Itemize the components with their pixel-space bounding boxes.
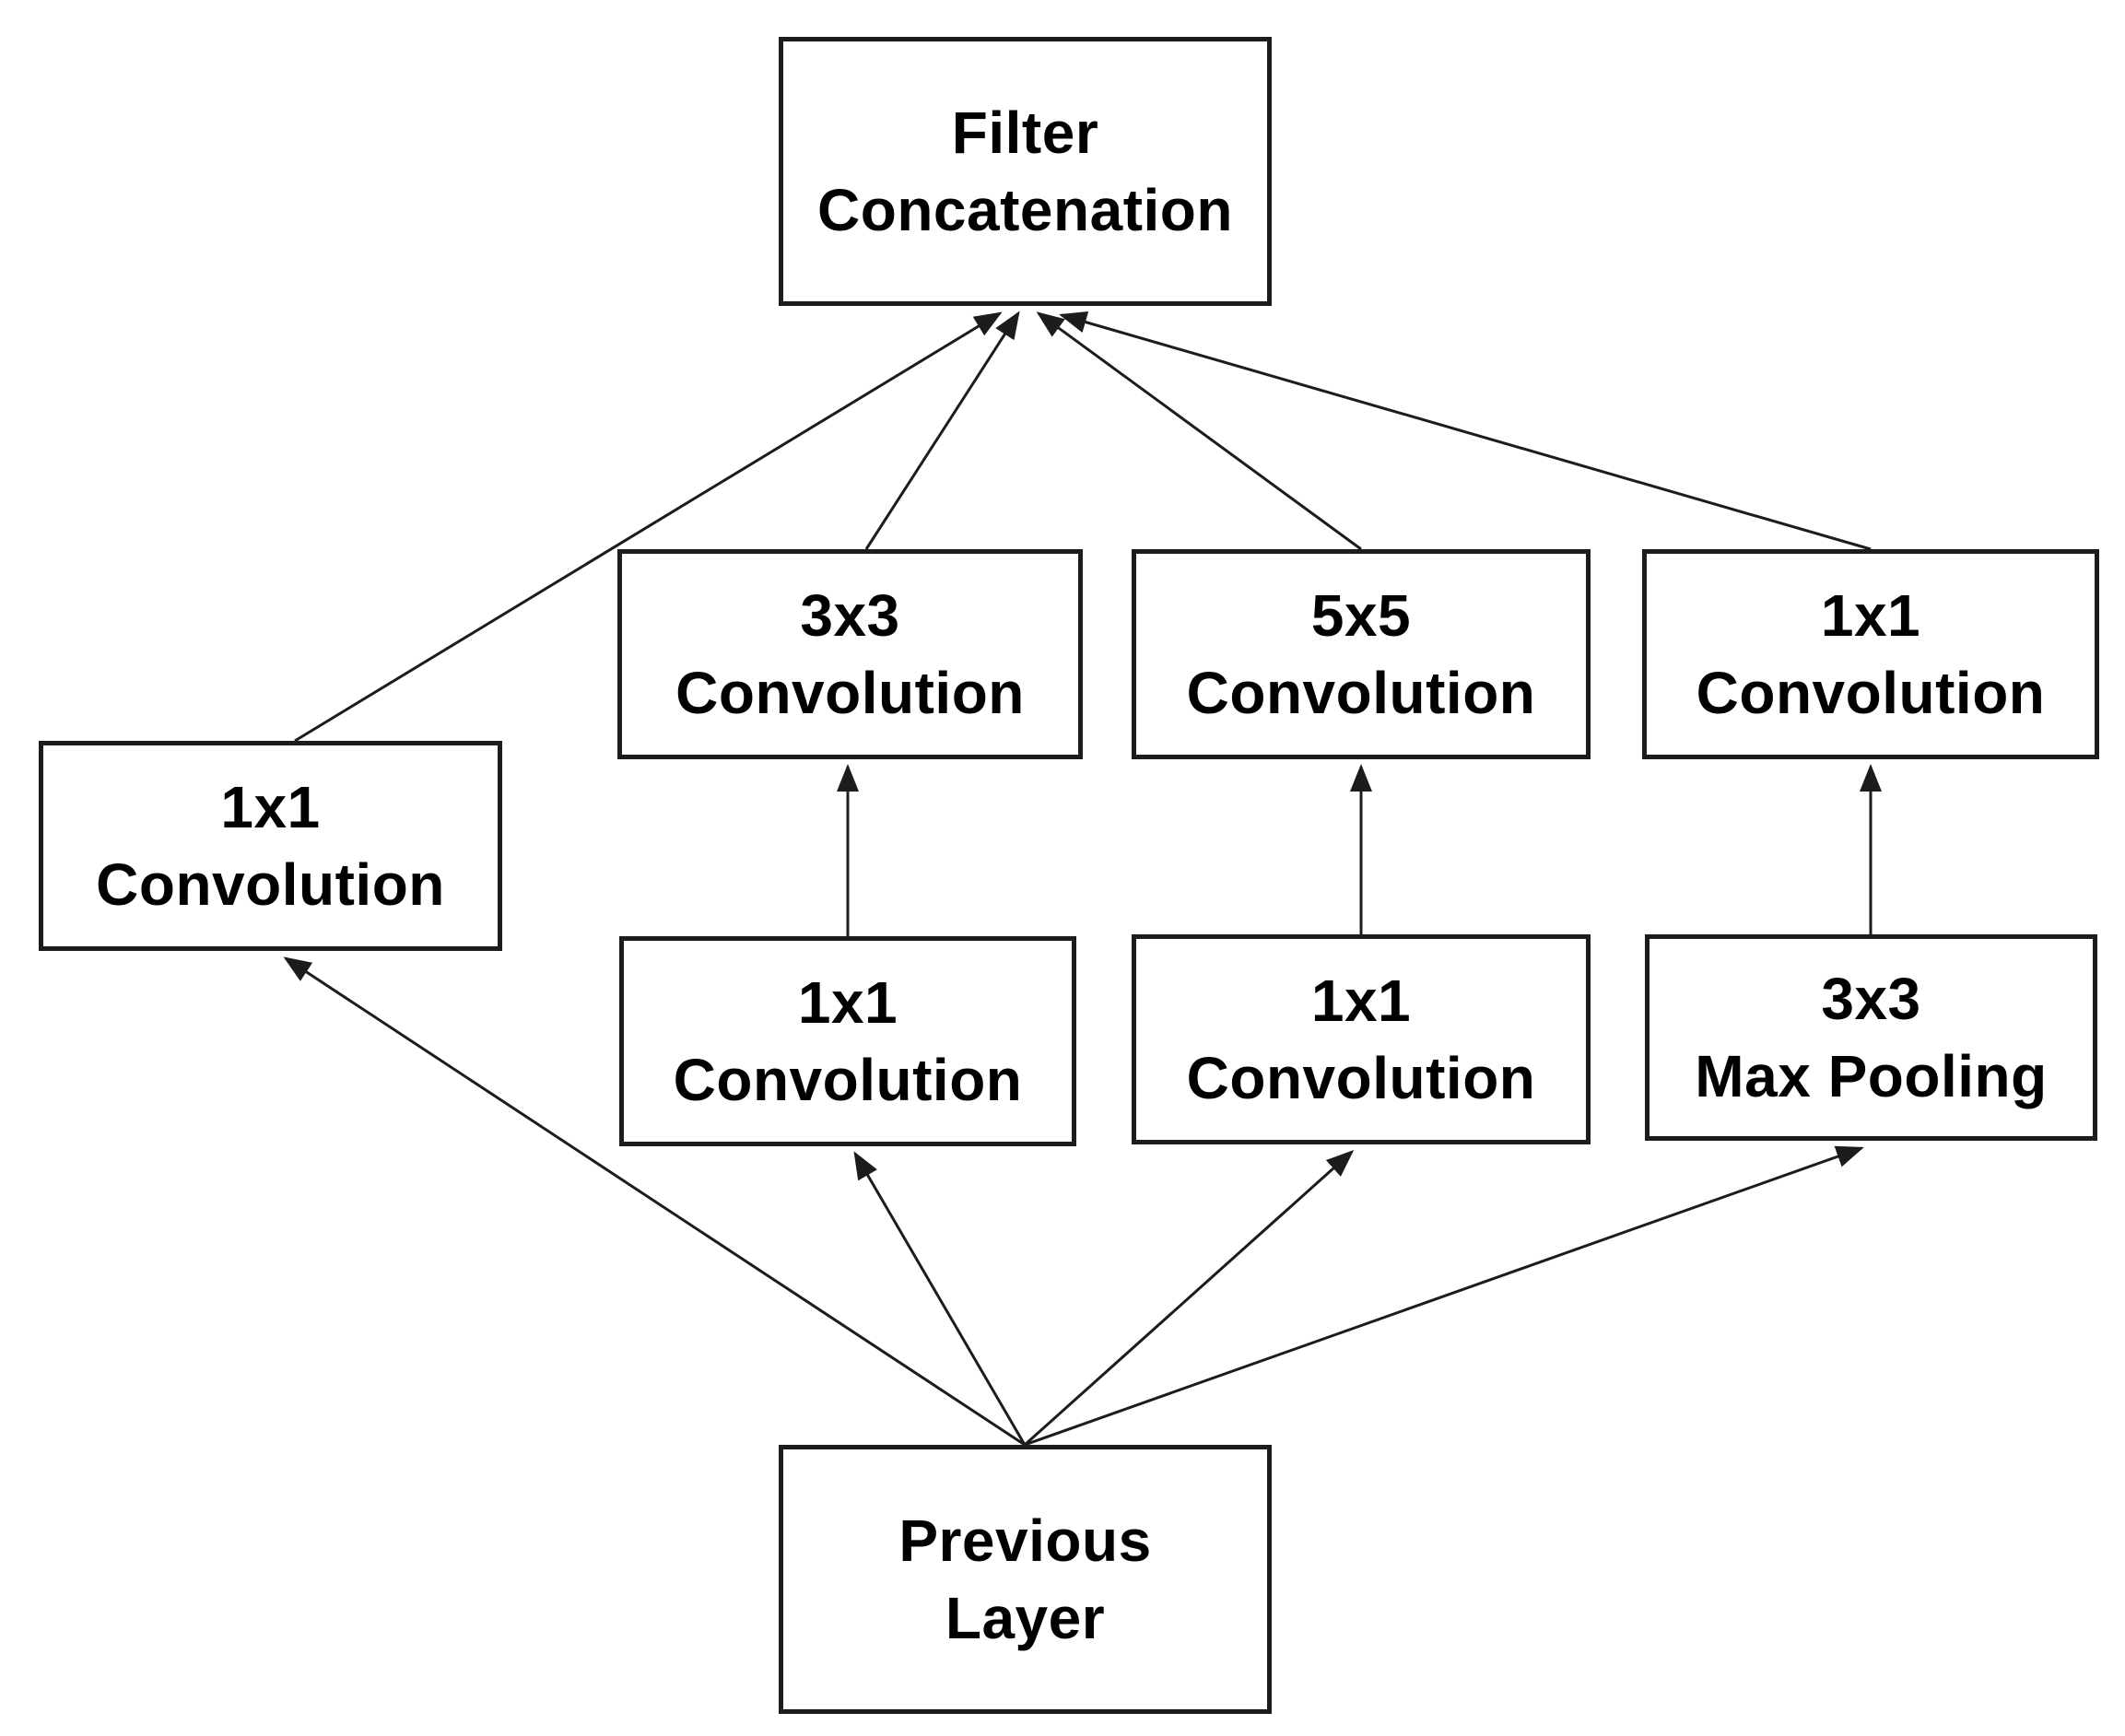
node-conv-1x1-top-right: 1x1 Convolution (1642, 549, 2099, 759)
node-conv-1x1-left: 1x1 Convolution (39, 741, 502, 951)
edge-conv5x5-to-filter-concat (1036, 311, 1362, 551)
node-label-line: 1x1 (797, 968, 898, 1036)
node-label-line: Convolution (675, 660, 1025, 726)
edge-previous-layer-to-conv1x1-mid-right (1023, 1149, 1355, 1447)
node-label-line: Layer (945, 1585, 1106, 1651)
edge-previous-layer-to-max-pooling (1024, 1145, 1864, 1447)
node-label-line: Max Pooling (1695, 1043, 2048, 1109)
node-label-line: 3x3 (800, 581, 900, 649)
node-label-line: Convolution (1696, 660, 2046, 726)
node-conv-1x1-mid-left: 1x1 Convolution (619, 936, 1076, 1146)
edge-previous-layer-to-conv1x1-left (283, 956, 1026, 1447)
node-label-line: Convolution (1186, 1045, 1536, 1111)
node-label-line: Convolution (96, 851, 445, 918)
edge-conv3x3-to-filter-concat (864, 311, 1020, 550)
node-label-line: Previous (898, 1507, 1152, 1574)
node-previous-layer: Previous Layer (779, 1445, 1272, 1714)
edge-conv1x1-left-to-filter-concat (294, 311, 1003, 743)
node-label-line: Concatenation (817, 177, 1233, 243)
node-conv-1x1-mid-right: 1x1 Convolution (1132, 934, 1591, 1144)
node-label-line: 3x3 (1821, 965, 1921, 1032)
edge-previous-layer-to-conv1x1-mid-left (853, 1151, 1027, 1446)
node-label-line: 1x1 (1820, 581, 1921, 649)
node-label-line: 5x5 (1310, 581, 1412, 649)
node-label-line: Convolution (673, 1047, 1023, 1113)
node-conv-5x5: 5x5 Convolution (1132, 549, 1591, 759)
node-filter-concatenation: Filter Concatenation (779, 37, 1272, 306)
node-max-pooling-3x3: 3x3 Max Pooling (1645, 934, 2097, 1141)
node-label-line: Convolution (1186, 660, 1536, 726)
node-label-line: 1x1 (220, 773, 321, 840)
node-label-line: Filter (951, 99, 1099, 166)
edge-conv1x1-right-to-filter-concat (1059, 311, 1872, 551)
node-conv-3x3: 3x3 Convolution (617, 549, 1083, 759)
node-label-line: 1x1 (1310, 967, 1412, 1034)
